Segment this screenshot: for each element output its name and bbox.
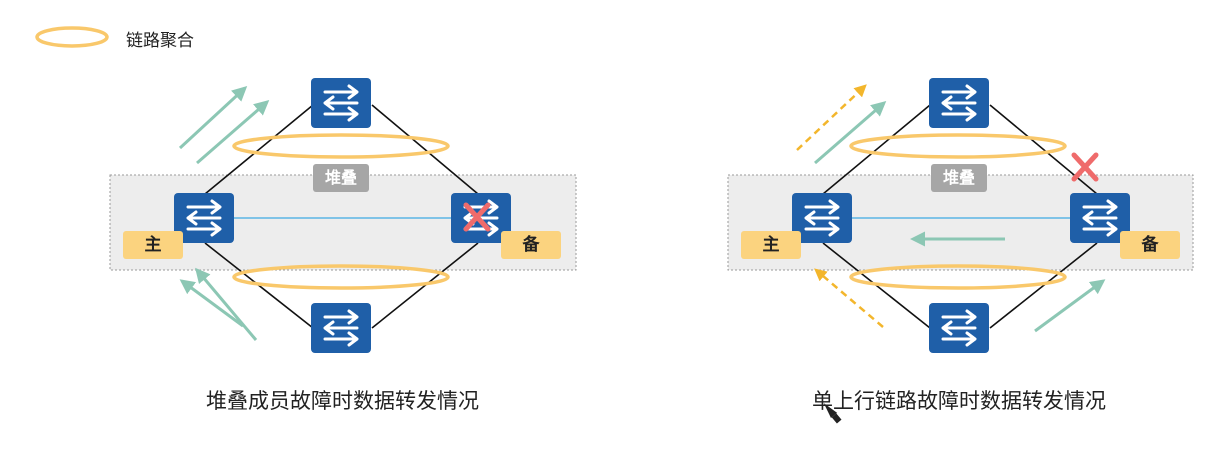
switch-bottom bbox=[309, 301, 373, 355]
lag-ellipse-top bbox=[232, 133, 450, 159]
fault-x-icon bbox=[1071, 152, 1099, 182]
reroute-arrow-up bbox=[796, 84, 867, 151]
flow-arrow-up-1 bbox=[178, 85, 248, 150]
panel-right bbox=[727, 76, 1194, 355]
backup-tag: 备 bbox=[1120, 231, 1180, 259]
legend-label: 链路聚合 bbox=[126, 31, 194, 51]
panel-left bbox=[109, 76, 577, 355]
flow-arrow-down-2 bbox=[195, 267, 258, 341]
backup-tag: 备 bbox=[501, 231, 561, 259]
flow-arrow-down-1 bbox=[179, 279, 244, 328]
lag-ellipse-top bbox=[849, 133, 1067, 159]
reroute-arrow-down bbox=[814, 268, 884, 328]
link-top-backup bbox=[371, 104, 479, 195]
fault-x-icon bbox=[463, 202, 491, 232]
legend-lag-ellipse bbox=[35, 26, 109, 48]
switch-master bbox=[790, 191, 854, 245]
link-bottom-backup bbox=[989, 242, 1098, 329]
link-top-backup bbox=[989, 104, 1098, 195]
link-top-master bbox=[204, 104, 314, 195]
switch-top bbox=[309, 76, 373, 130]
flow-arrow-up bbox=[814, 101, 887, 165]
lag-ellipse-bottom bbox=[849, 264, 1067, 290]
switch-top bbox=[927, 76, 991, 130]
lag-ellipse-bottom bbox=[232, 264, 450, 290]
stack-label: 堆叠 bbox=[313, 164, 369, 192]
caption-left: 堆叠成员故障时数据转发情况 bbox=[206, 389, 479, 413]
pointer-icon bbox=[823, 403, 842, 424]
master-tag: 主 bbox=[741, 231, 801, 259]
switch-master bbox=[172, 191, 236, 245]
flow-arrow-up-2 bbox=[196, 100, 270, 165]
caption-right: 单上行链路故障时数据转发情况 bbox=[812, 389, 1106, 413]
master-tag: 主 bbox=[123, 231, 183, 259]
flow-arrow-bottom-right bbox=[1034, 279, 1106, 333]
stack-label: 堆叠 bbox=[931, 164, 987, 192]
link-top-master bbox=[822, 104, 931, 195]
switch-bottom bbox=[927, 301, 991, 355]
